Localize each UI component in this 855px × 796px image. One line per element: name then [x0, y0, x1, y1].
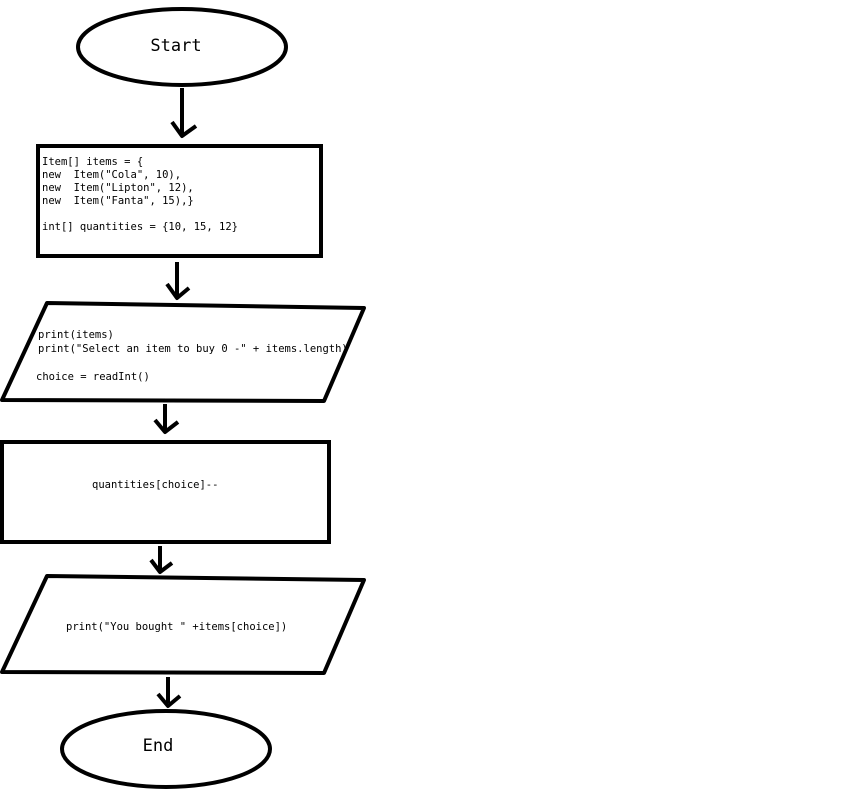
- init-line-0: Item[] items = {: [42, 156, 143, 168]
- process-label: quantities[choice]--: [92, 479, 218, 491]
- init-line-5: int[] quantities = {10, 15, 12}: [42, 221, 238, 233]
- init-line-1: new Item("Cola", 10),: [42, 169, 181, 181]
- end-label: End: [143, 736, 174, 756]
- end-node: End: [60, 709, 272, 789]
- arrow-start-to-init: [170, 88, 198, 138]
- init-line-2: new Item("Lipton", 12),: [42, 182, 194, 194]
- start-label: Start: [150, 36, 201, 56]
- arrow-output-to-end: [156, 677, 182, 708]
- decrement-process-node: quantities[choice]--: [0, 440, 331, 544]
- start-node: Start: [76, 7, 288, 87]
- input-line-0: print(items): [38, 329, 114, 341]
- arrow-init-to-input: [165, 262, 191, 300]
- arrow-process-to-output: [149, 546, 174, 574]
- input-line-3: choice = readInt(): [36, 371, 150, 383]
- input-io-node: print(items) print("Select an item to bu…: [0, 301, 366, 403]
- output-io-node: print("You bought " +items[choice]): [0, 574, 366, 675]
- arrow-input-to-process: [153, 404, 180, 434]
- input-line-1: print("Select an item to buy 0 -" + item…: [38, 343, 348, 355]
- init-process-node: Item[] items = { new Item("Cola", 10), n…: [36, 144, 323, 258]
- init-line-3: new Item("Fanta", 15),}: [42, 195, 194, 207]
- output-label: print("You bought " +items[choice]): [66, 621, 287, 633]
